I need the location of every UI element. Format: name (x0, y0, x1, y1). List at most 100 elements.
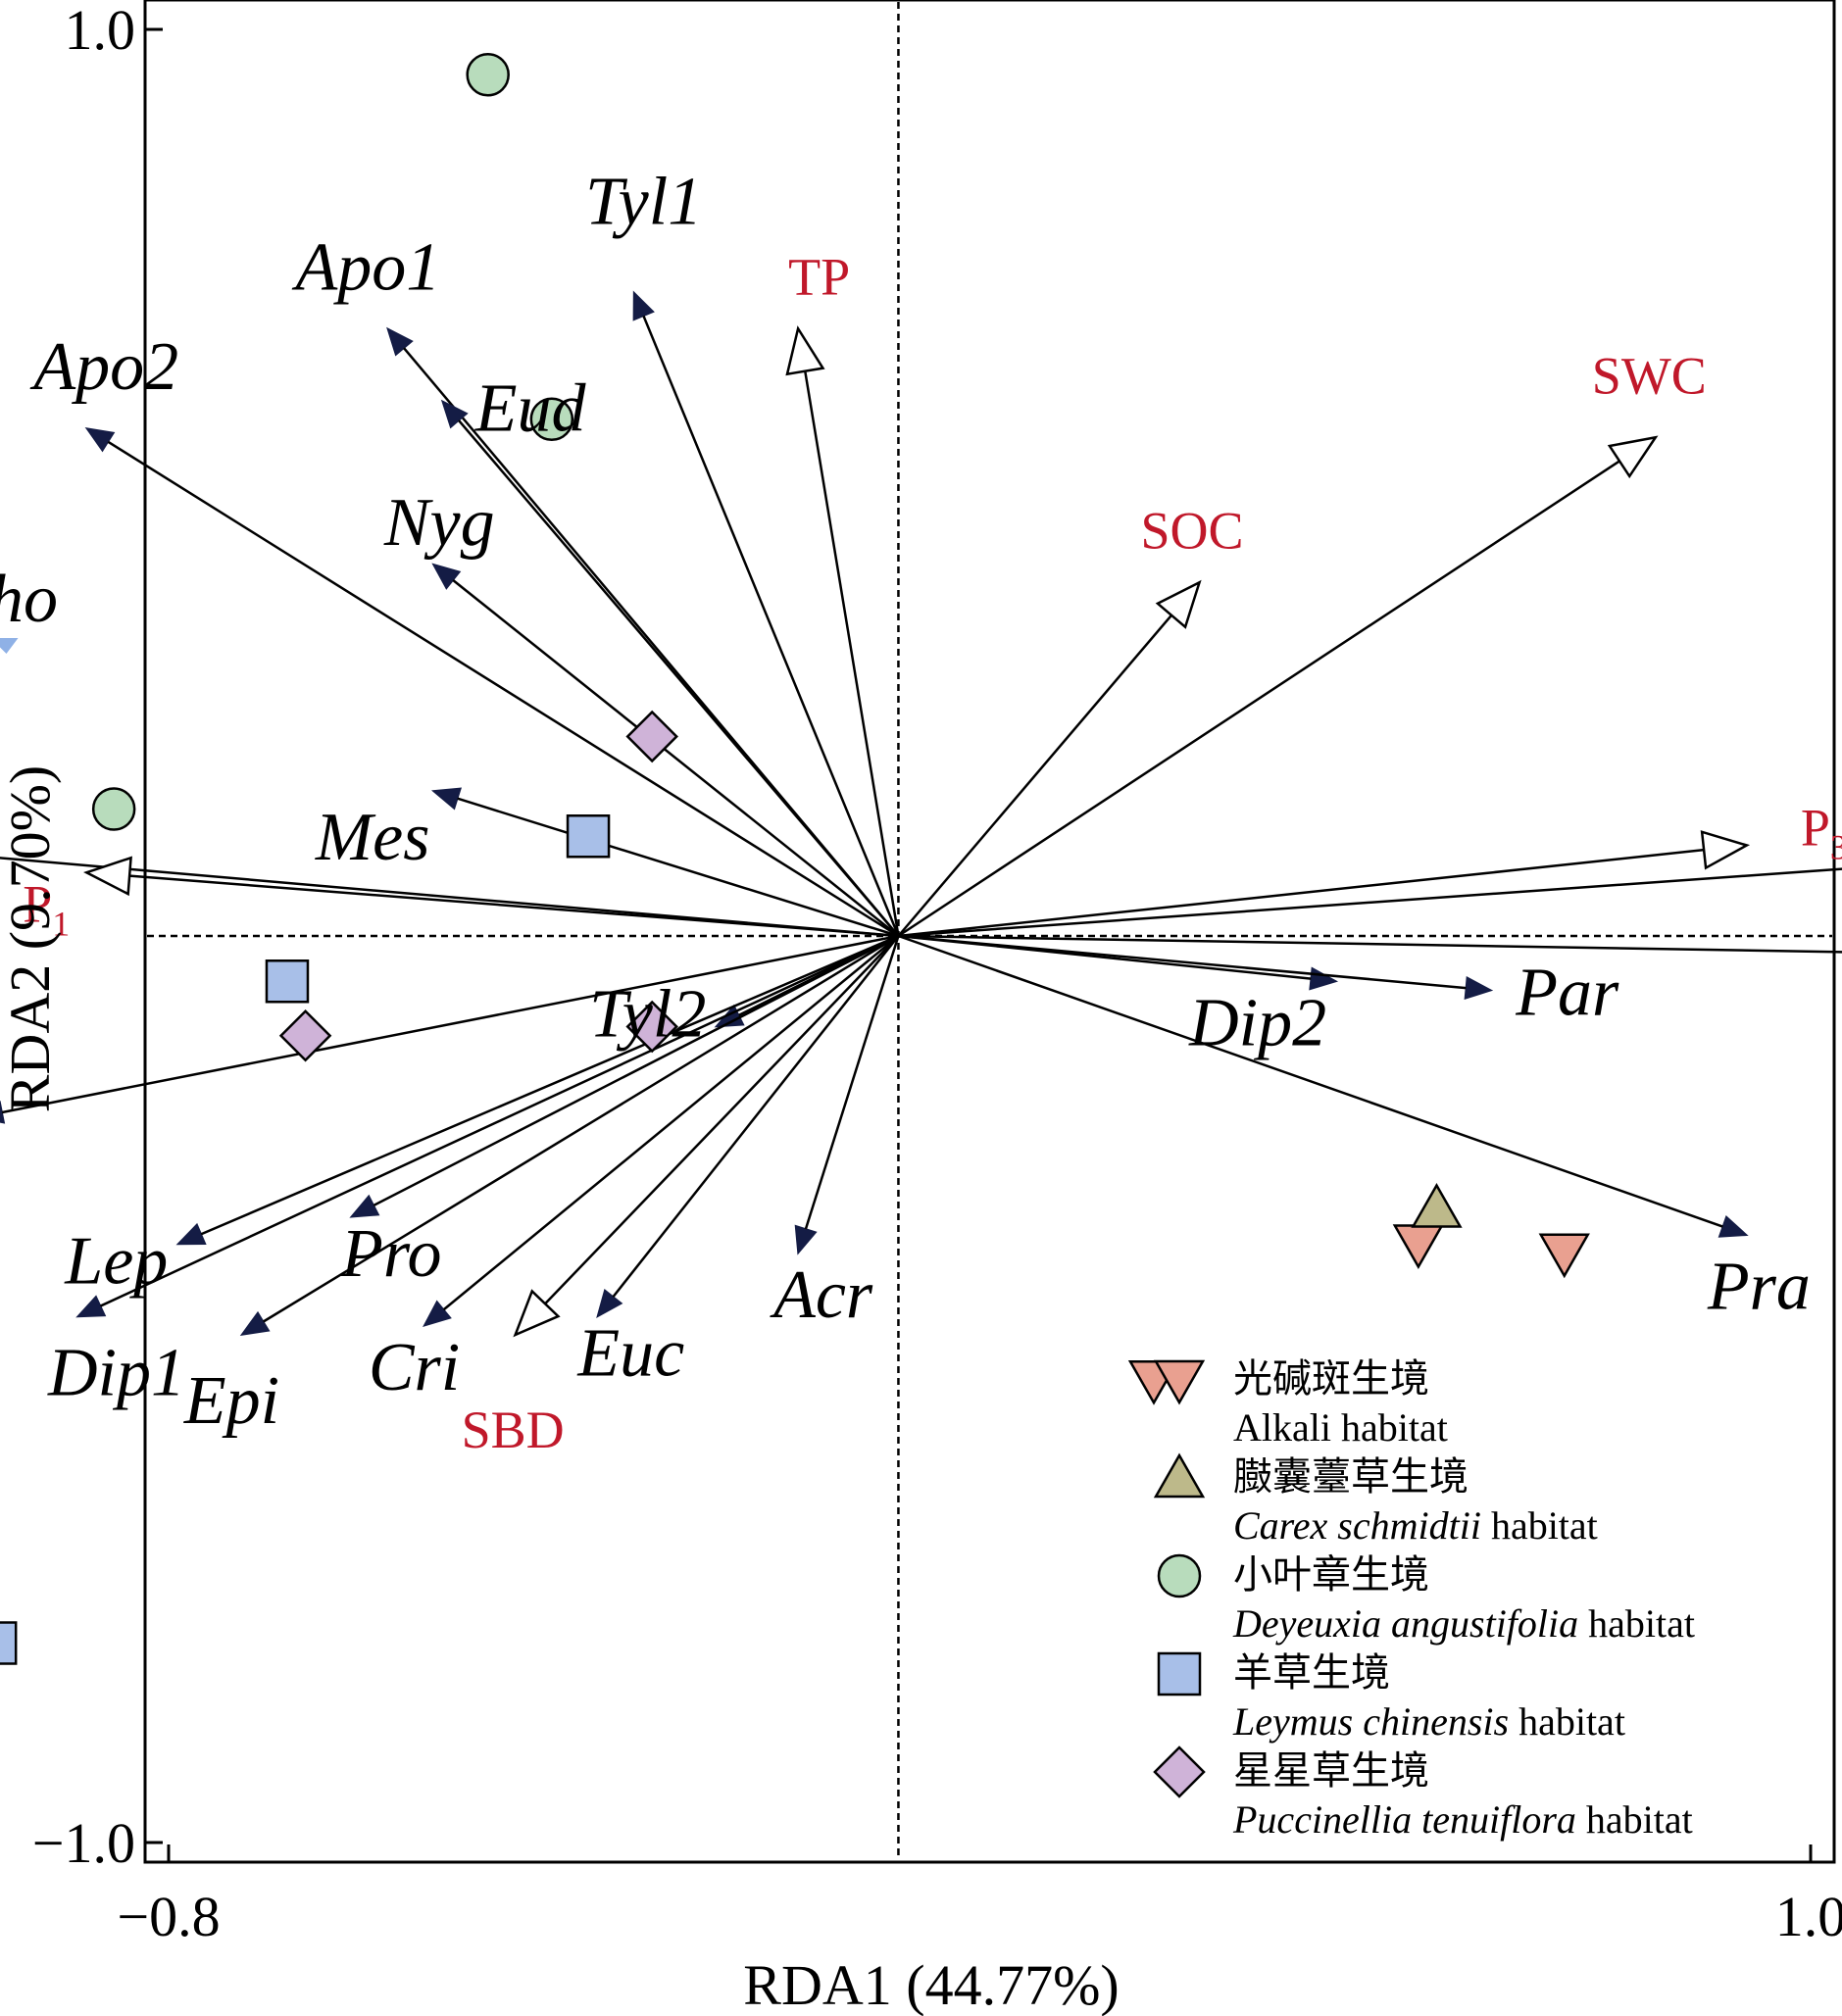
env-arrow-soc (897, 614, 1172, 937)
point-diamond-2 (625, 1000, 678, 1054)
species-arrowhead-dip1 (75, 1295, 107, 1318)
env-arrowhead-p3 (1700, 830, 1751, 870)
point-diamond-1 (278, 1008, 332, 1062)
species-label-tho: Tho (0, 562, 58, 637)
x-tick-label-1: 1.0 (1775, 1885, 1842, 1948)
legend-marker-triangle-down (1153, 1359, 1206, 1405)
legend-label-zh-3: 羊草生境 (1233, 1650, 1390, 1695)
legend-label-zh-4: 星星草生境 (1233, 1748, 1429, 1793)
y-tick-label-0: 1.0 (65, 0, 136, 62)
species-label-pra: Pra (1707, 1249, 1811, 1324)
species-label-lep: Lep (64, 1224, 168, 1300)
species-label-par: Par (1515, 956, 1619, 1031)
env-label-sbd: SBD (462, 1401, 565, 1459)
plot-frame (143, 0, 1836, 1864)
species-arrow-mac (898, 867, 1842, 938)
env-arrowhead-p1 (83, 856, 132, 897)
species-arrowhead-eud (440, 399, 469, 429)
environment-arrows (83, 325, 1751, 1338)
env-arrow-swc (897, 460, 1620, 938)
species-arrow-lep (200, 934, 899, 1236)
species-label-eud: Eud (474, 370, 587, 446)
species-label-dip1: Dip1 (47, 1336, 185, 1411)
point-square-0 (566, 814, 611, 859)
point-triangle-down-1 (1538, 1233, 1590, 1279)
legend-label-en-3: Leymus chinensis habitat (1232, 1699, 1625, 1744)
y-axis-title: RDA2 (9.70%) (0, 765, 62, 1112)
species-label-tyl2: Tyl2 (589, 977, 706, 1053)
env-arrow-p1 (129, 874, 899, 938)
x-tick-label-0: −0.8 (117, 1885, 220, 1948)
env-label-tp: TP (788, 247, 850, 306)
legend-label-en-0: Alkali habitat (1233, 1405, 1448, 1450)
species-arrowhead-lep (175, 1222, 207, 1246)
x-axis-title: RDA1 (44.77%) (743, 1953, 1119, 2016)
point-diamond-0 (625, 710, 678, 763)
env-arrow-tp (804, 370, 900, 937)
species-arrow-mes (457, 797, 899, 938)
species-arrow-apo2 (107, 440, 900, 938)
legend-label-en-2: Deyeuxia angustifolia habitat (1232, 1601, 1695, 1646)
species-label-tyl1: Tyl1 (585, 164, 702, 239)
legend-label-zh-2: 小叶章生境 (1233, 1552, 1429, 1597)
species-labels: Tyl1Apo1EudApo2NygMesAllTyl2LaiLepProDip… (0, 164, 1811, 1439)
legend-marker-diamond (1153, 1746, 1206, 1798)
species-arrow-epi (263, 934, 900, 1323)
env-arrow-sbd (544, 935, 900, 1305)
species-arrow-euc (612, 935, 900, 1298)
species-arrow-eud (458, 419, 900, 937)
point-square-2 (0, 1621, 18, 1665)
species-arrow-pro (373, 934, 900, 1206)
species-arrow-lai (1, 934, 899, 1114)
species-arrowhead-euc (596, 1289, 623, 1319)
species-label-euc: Euc (576, 1316, 684, 1392)
species-arrow-cri (442, 935, 900, 1311)
point-circle-1 (529, 397, 574, 441)
species-arrow-acr (804, 935, 900, 1230)
species-arrowhead-pro (349, 1194, 380, 1218)
env-label-p1: P1 (23, 874, 70, 943)
species-arrows (0, 290, 1842, 1337)
env-label-swc: SWC (1592, 346, 1707, 405)
species-label-dip2: Dip2 (1188, 985, 1326, 1060)
species-label-epi: Epi (183, 1363, 279, 1439)
legend-label-zh-1: 臌囊薹草生境 (1233, 1454, 1469, 1499)
species-label-pro: Pro (340, 1216, 441, 1292)
env-label-soc: SOC (1141, 501, 1244, 560)
point-circle-0 (466, 53, 510, 97)
species-label-mes: Mes (315, 800, 430, 875)
point-triangle-down-0 (1392, 1224, 1445, 1270)
species-arrowhead-cri (423, 1300, 452, 1327)
species-arrow-tyl1 (642, 315, 900, 937)
species-arrowhead-mes (431, 787, 462, 811)
legend-label-en-1: Carex schmidtii habitat (1233, 1503, 1598, 1548)
species-arrowhead-epi (239, 1310, 271, 1337)
env-arrow-p3 (898, 848, 1705, 938)
env-label-p3: P3 (1801, 799, 1842, 867)
species-arrow-pra (898, 934, 1723, 1228)
species-arrowhead-apo1 (386, 326, 414, 357)
y-tick-label-1: −1.0 (32, 1811, 135, 1875)
legend-label-zh-0: 光碱斑生境 (1233, 1356, 1429, 1401)
species-label-acr: Acr (770, 1257, 873, 1333)
point-triangle-up-2 (1411, 1182, 1463, 1228)
species-arrow-tri (898, 934, 1842, 954)
species-label-cri: Cri (369, 1330, 460, 1405)
env-arrowhead-tp (785, 325, 825, 376)
species-arrow-par (898, 934, 1467, 990)
species-arrowhead-par (1464, 976, 1494, 1001)
habitat-points (0, 53, 1590, 1665)
species-arrowhead-acr (794, 1224, 818, 1255)
species-arrowhead-nyg (431, 563, 462, 590)
species-label-apo2: Apo2 (29, 329, 178, 405)
axis-ticks: −0.8 1.0 1.0 −1.0 (32, 0, 1842, 1948)
env-arrowhead-swc (1607, 435, 1659, 479)
legend-label-en-4: Puccinellia tenuiflora habitat (1232, 1797, 1693, 1842)
species-arrowhead-apo2 (84, 426, 116, 453)
species-arrowhead-pra (1718, 1214, 1749, 1238)
species-arrow-dip1 (100, 934, 899, 1307)
legend-marker-circle (1157, 1553, 1202, 1598)
